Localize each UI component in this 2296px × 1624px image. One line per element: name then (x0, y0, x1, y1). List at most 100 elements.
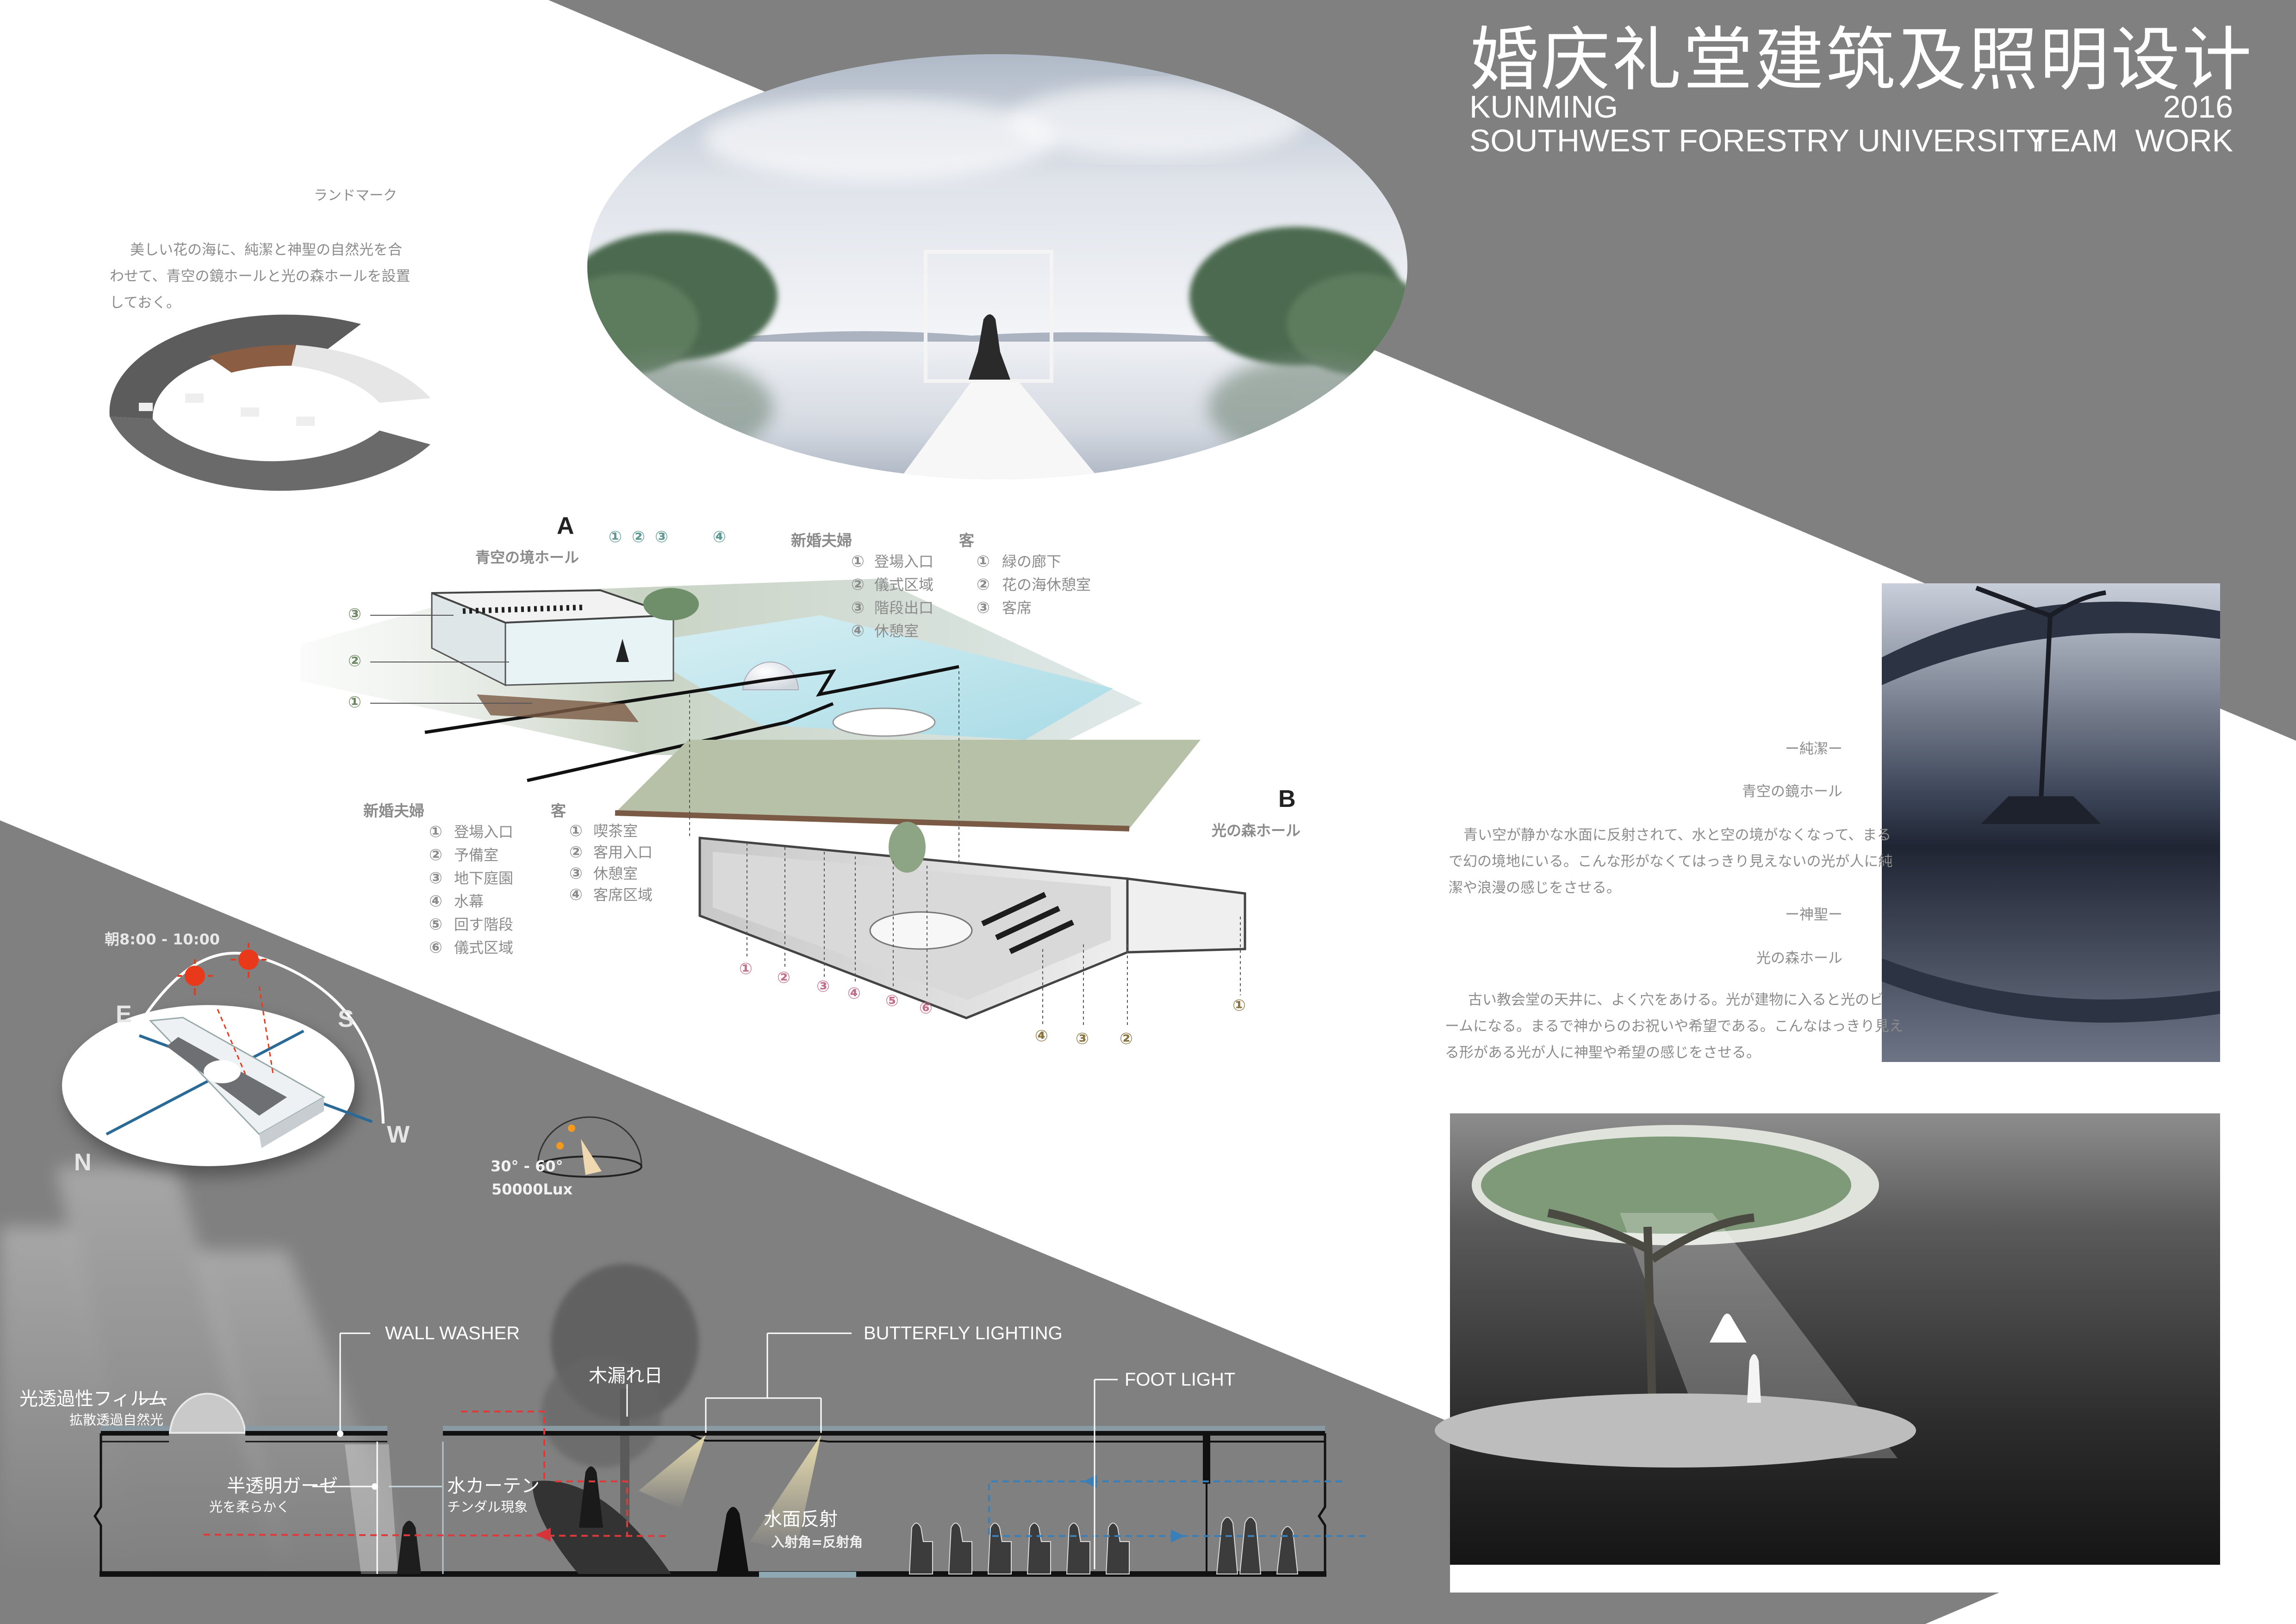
legend-number: ② (851, 575, 865, 594)
water-reflection-sublabel: 入射角=反射角 (771, 1534, 863, 1550)
hall-a-marker: ③ (655, 528, 668, 546)
hall-b-letter: B (1278, 786, 1296, 812)
lighting-section-drawing (93, 1264, 1365, 1578)
sun-time-label: 朝8:00 - 10:00 (105, 931, 220, 948)
sun-angle-dome-icon (537, 1116, 642, 1178)
legend-number: ① (569, 821, 583, 840)
legend-label: 儀式区域 (874, 575, 934, 593)
legend-number: ③ (569, 864, 583, 883)
sacred-line: る形がある光が人に神聖や希望の感じをさせる。 (1445, 1044, 1761, 1061)
legend-label: 登場入口 (454, 823, 514, 841)
foot-light-label: FOOT LIGHT (1125, 1369, 1236, 1390)
landmark-line: しておく。 (110, 294, 181, 311)
hall-b-axonometric (370, 615, 1246, 1028)
purity-line: 潔や浪漫の感じをさせる。 (1449, 880, 1621, 896)
hall-b-marker: ① (739, 960, 753, 978)
legend-number: ① (851, 552, 865, 571)
legend-number: ③ (977, 598, 990, 617)
purity-hall-photo (1882, 583, 2220, 1062)
team-label: TEAM WORK (2030, 123, 2233, 158)
legend-item: ② 客用入口 (569, 842, 653, 863)
purity-heading: ー純潔ー (1785, 741, 1842, 757)
hall-a-marker: ③ (348, 605, 361, 624)
legend-number: ① (429, 822, 442, 841)
illuminance-label: 50000Lux (492, 1181, 573, 1198)
gray-panel-bottom (0, 820, 1999, 1624)
hall-a-marker: ① (609, 528, 622, 546)
hall-a-marker: ① (348, 693, 361, 712)
forest-hall-photo (1435, 1113, 2220, 1565)
purity-line: で幻の境地にいる。こんな形がなくてはっきり見えないの光が人に純 (1449, 853, 1893, 870)
compass-east: E (116, 1001, 132, 1028)
hall-a-letter: A (557, 512, 574, 539)
hall-b-name: 光の森ホール (1212, 822, 1301, 839)
legend-label: 客席区域 (593, 886, 653, 904)
legend-number: ⑤ (429, 915, 442, 934)
hall-a-marker: ④ (713, 528, 726, 546)
hall-b-marker: ⑥ (919, 999, 933, 1018)
legend-label: 休憩室 (874, 622, 919, 640)
purity-hall-name: 青空の鏡ホール (1742, 783, 1842, 800)
hall-b-marker: ① (1232, 996, 1246, 1015)
compass-west: W (387, 1121, 410, 1148)
legend-number: ③ (429, 868, 442, 887)
sacred-paragraph: 古い教会堂の天井に、よく穴をあける。光が建物に入ると光のビ ームになる。まるで神… (1445, 987, 1904, 1066)
hall-b-marker: ④ (1035, 1027, 1048, 1045)
gauze-sublabel: 光を柔らかく (209, 1499, 290, 1515)
legend-item: ① 登場入口 (429, 820, 513, 843)
legend-item: ④ 客席区域 (569, 884, 653, 906)
legend-heading: 客 (959, 531, 974, 550)
purity-paragraph: 青い空が静かな水面に反射されて、水と空の境がなくなって、まる で幻の境地にいる。… (1449, 822, 1892, 901)
purity-line: 青い空が静かな水面に反射されて、水と空の境がなくなって、まる (1463, 827, 1892, 843)
hall-b-marker: ③ (816, 977, 830, 996)
legend-label: 階段出口 (874, 599, 934, 617)
year-label: 2016 (2163, 89, 2233, 125)
legend-label: 緑の廊下 (1002, 552, 1062, 570)
gauze-label: 半透明ガーゼ (227, 1475, 338, 1497)
legend-heading: 客 (551, 802, 566, 820)
hall-b-marker: ② (1120, 1030, 1133, 1048)
hall-b-marker: ③ (1076, 1030, 1089, 1048)
hall-b-marker: ② (777, 968, 790, 987)
legend-number: ② (977, 575, 990, 594)
site-plan-diagram (109, 314, 430, 491)
water-curtain-sublabel: チンダル現象 (447, 1499, 528, 1515)
sacred-heading: ー神聖ー (1785, 906, 1842, 923)
hall-b-marker: ⑤ (885, 992, 899, 1010)
legend-number: ④ (569, 885, 583, 904)
legend-label: 花の海休憩室 (1002, 575, 1091, 593)
legend-number: ② (569, 843, 583, 862)
legend-label: 儀式区域 (454, 938, 514, 956)
legend-item: ③ 休憩室 (569, 863, 653, 884)
sacred-hall-name: 光の森ホール (1756, 950, 1842, 967)
university-label: SOUTHWEST FORESTRY UNIVERSITY (1469, 123, 2047, 158)
compass-north: N (74, 1149, 92, 1176)
legend-label: 登場入口 (874, 552, 934, 570)
hall-a-marker: ② (632, 528, 645, 546)
legend-item: ① 登場入口 (851, 550, 933, 573)
legend-heading: 新婚夫婦 (791, 531, 852, 550)
legend-number: ④ (429, 892, 442, 911)
legend-item: ② 花の海休憩室 (977, 573, 1091, 596)
light-film-sublabel: 拡散透過自然光 (69, 1412, 164, 1428)
butterfly-lighting-label: BUTTERFLY LIGHTING (864, 1323, 1063, 1343)
legend-label: 水幕 (454, 892, 484, 910)
compass-south: S (338, 1006, 354, 1032)
legend-number: ② (429, 845, 442, 864)
legend-label: 休憩室 (593, 864, 638, 882)
legend-label: 客用入口 (593, 843, 653, 861)
legend-heading: 新婚夫婦 (363, 802, 424, 820)
